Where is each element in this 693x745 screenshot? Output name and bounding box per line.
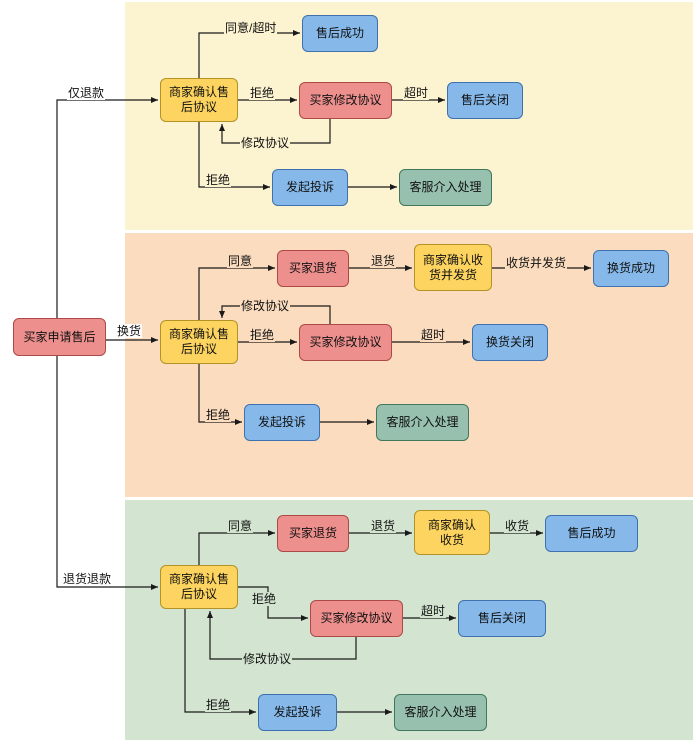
edge-label-e2-receive-ship: 收货并发货 <box>505 256 568 271</box>
node-r1-aftersale-closed: 售后关闭 <box>447 82 523 119</box>
node-r3-buyer-return: 买家退货 <box>277 515 349 552</box>
edge-root-return-refund <box>56 356 158 590</box>
edge-label-e2-reject1: 拒绝 <box>249 328 276 343</box>
edge-label-e2-timeout: 超时 <box>420 328 447 343</box>
node-e2-exchange-success: 换货成功 <box>593 250 669 287</box>
node-r1-buyer-modify: 买家修改协议 <box>299 82 392 119</box>
node-r1-complaint: 发起投诉 <box>272 169 348 206</box>
node-r1-customer-service: 客服介入处理 <box>399 169 492 206</box>
edge-label-r1-modify-agreement: 修改协议 <box>240 136 291 151</box>
node-e2-complaint: 发起投诉 <box>244 404 320 441</box>
edge-r1-reject-complaint <box>198 122 270 190</box>
node-e2-exchange-closed: 换货关闭 <box>472 324 548 361</box>
node-e2-merchant-receive-ship: 商家确认收货并发货 <box>414 244 492 291</box>
edge-label-r1-timeout: 超时 <box>403 86 430 101</box>
node-r1-merchant-confirm: 商家确认售后协议 <box>160 78 238 122</box>
edge-label-exchange: 换货 <box>116 324 143 339</box>
node-r3-aftersale-success: 售后成功 <box>545 515 638 552</box>
edge-label-r1-agree-timeout: 同意/超时 <box>224 21 278 36</box>
node-e2-customer-service: 客服介入处理 <box>376 404 469 441</box>
node-e2-buyer-modify: 买家修改协议 <box>299 324 392 361</box>
edge-root-refund-only <box>56 97 158 318</box>
edge-label-r3-return: 退货 <box>370 519 397 534</box>
edge-r3-reject-complaint <box>184 609 256 715</box>
node-r3-complaint: 发起投诉 <box>258 694 337 731</box>
edge-label-r3-agree: 同意 <box>227 519 254 534</box>
node-e2-buyer-return: 买家退货 <box>277 250 349 287</box>
edge-label-r3-reject1: 拒绝 <box>251 592 278 607</box>
node-r3-buyer-modify: 买家修改协议 <box>310 600 403 637</box>
edge-label-e2-return: 退货 <box>370 254 397 269</box>
edge-label-e2-modify-agreement: 修改协议 <box>240 299 291 314</box>
edge-label-e2-reject2: 拒绝 <box>205 408 232 423</box>
edge-label-r1-reject1: 拒绝 <box>249 86 276 101</box>
edge-label-r3-reject2: 拒绝 <box>205 698 232 713</box>
edge-r1-agree-timeout <box>198 30 300 78</box>
node-r1-aftersale-success: 售后成功 <box>302 15 378 52</box>
edge-label-return-refund: 退货退款 <box>62 572 113 587</box>
node-r3-merchant-receive: 商家确认收货 <box>414 510 490 555</box>
edge-label-r1-reject2: 拒绝 <box>205 173 232 188</box>
node-r3-customer-service: 客服介入处理 <box>394 694 487 731</box>
edge-r3-agree-return <box>198 530 275 565</box>
edge-label-r3-modify-agreement: 修改协议 <box>242 652 293 667</box>
edge-label-refund-only: 仅退款 <box>67 86 106 101</box>
node-buyer-apply-aftersale: 买家申请售后 <box>13 318 106 356</box>
node-r3-merchant-confirm: 商家确认售后协议 <box>160 565 238 609</box>
edge-label-e2-agree: 同意 <box>227 254 254 269</box>
edge-label-r3-receive: 收货 <box>504 519 531 534</box>
node-e2-merchant-confirm: 商家确认售后协议 <box>160 320 238 364</box>
node-r3-aftersale-closed: 售后关闭 <box>458 600 546 637</box>
edge-label-r3-timeout: 超时 <box>420 604 447 619</box>
